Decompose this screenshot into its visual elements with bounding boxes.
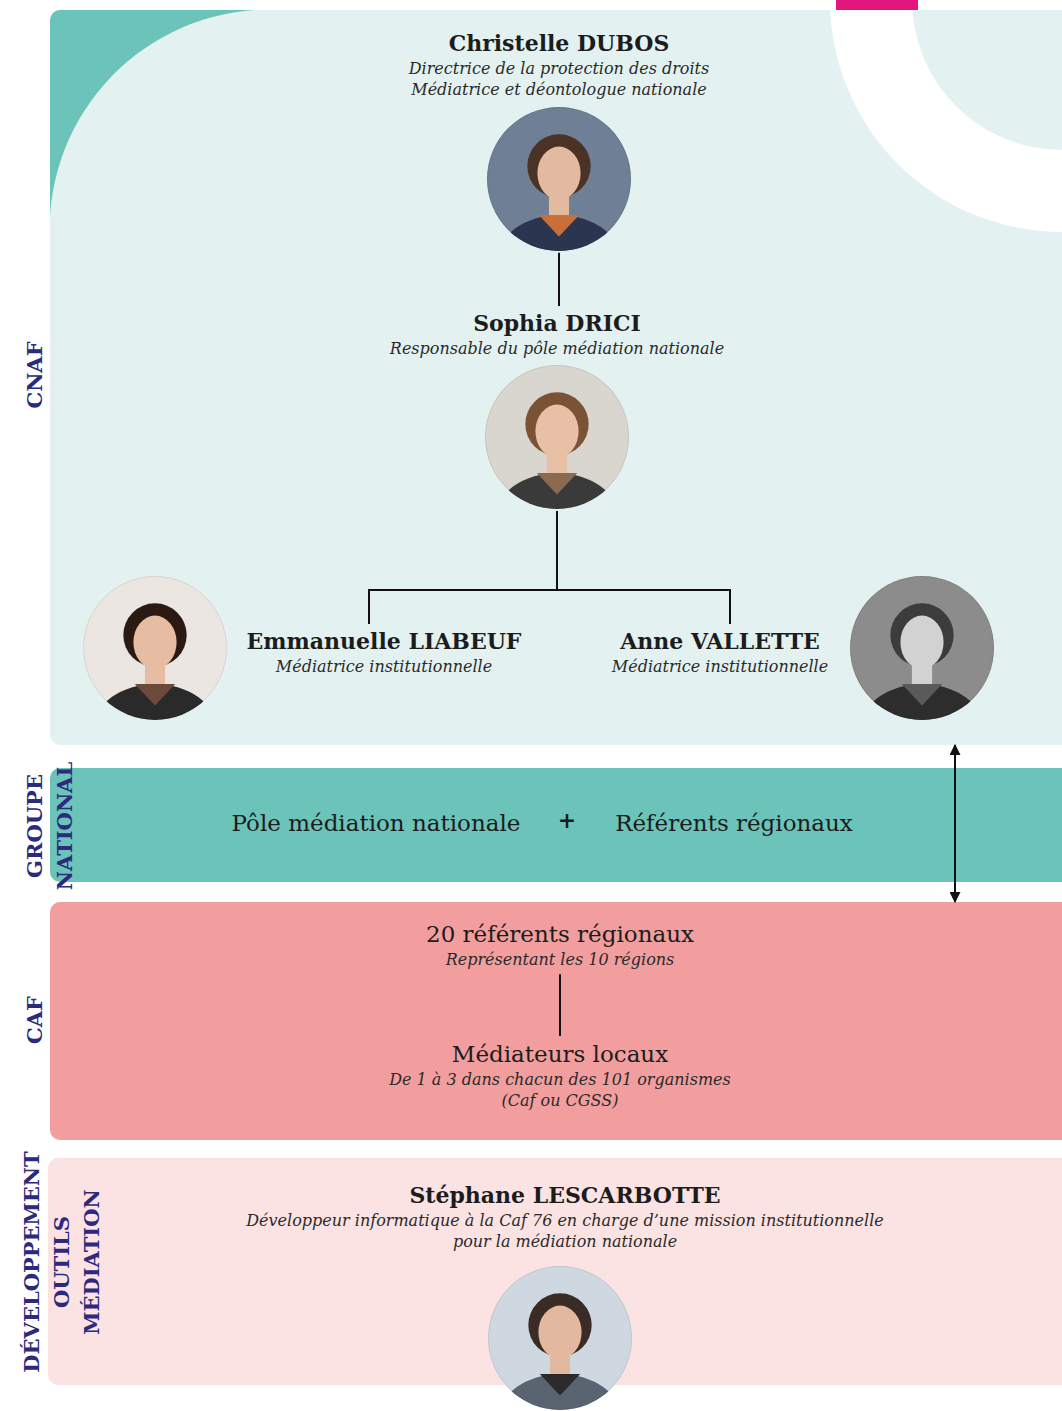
job-title: Médiatrice institutionnelle <box>612 656 828 678</box>
photo-rim <box>489 1267 632 1410</box>
photo-content <box>83 576 227 773</box>
photo-face <box>537 146 580 199</box>
portrait-photo <box>83 576 227 720</box>
photo-rim <box>486 366 629 509</box>
person-card: Sophia DRICIResponsable du pôle médiatio… <box>384 306 730 511</box>
photo-shoulders <box>94 684 216 773</box>
label-anchor: CNAF <box>20 341 50 408</box>
job-title: De 1 à 3 dans chacun des 101 organismes … <box>388 1069 733 1112</box>
portrait-photo <box>488 1266 632 1410</box>
photo-rim <box>488 107 631 250</box>
portrait-photo <box>850 576 994 720</box>
label-anchor: DÉVELOPPEMENT OUTILS MÉDIATION <box>17 1151 107 1372</box>
block-heading: Pôle médiation nationale <box>232 809 521 838</box>
person-name: Anne VALLETTE <box>612 628 828 656</box>
person-card: Anne VALLETTEMédiatrice institutionnelle <box>606 624 834 681</box>
photo-shoulders <box>498 215 620 304</box>
caf-band: CAF20 référents régionauxReprésentant le… <box>50 902 1062 1140</box>
person-card: Christelle DUBOSDirectrice de la protect… <box>401 26 717 253</box>
photo-shoulders <box>499 1374 621 1411</box>
person-name: Stéphane LESCARBOTTE <box>245 1182 886 1210</box>
photo-shoulders <box>861 684 983 773</box>
photo-background <box>485 365 629 509</box>
photo-collar <box>902 684 942 706</box>
photo-collar <box>135 684 175 706</box>
person-name: Christelle DUBOS <box>407 30 711 58</box>
job-title: Directrice de la protection des droits M… <box>407 58 711 101</box>
person-name: Emmanuelle LIABEUF <box>247 628 522 656</box>
photo-collar <box>539 215 579 237</box>
connector <box>954 745 956 902</box>
national-group-band: GROUPE NATIONALPôle médiation nationale+… <box>50 768 1062 882</box>
portrait-photo <box>487 107 631 251</box>
text-block: 20 référents régionauxReprésentant les 1… <box>420 916 700 974</box>
photo-rim <box>851 577 994 720</box>
photo-content <box>487 107 631 304</box>
plus-sign: + <box>558 807 576 835</box>
person-card: Stéphane LESCARBOTTEDéveloppeur informat… <box>239 1178 892 1257</box>
text-block: Médiateurs locauxDe 1 à 3 dans chacun de… <box>382 1036 739 1116</box>
label-anchor: + <box>558 807 576 835</box>
connector <box>559 974 561 1036</box>
label-anchor: CAF <box>20 996 50 1044</box>
label-anchor: Référents régionaux <box>615 809 853 838</box>
section-heading: CNAF <box>20 341 50 408</box>
corner-arc <box>50 10 255 243</box>
connector <box>557 511 730 624</box>
block-heading: Référents régionaux <box>615 809 853 838</box>
photo-face <box>535 405 578 458</box>
job-title: Développeur informatique à la Caf 76 en … <box>245 1210 886 1253</box>
section-heading: CAF <box>20 996 50 1044</box>
photo-background <box>83 576 227 720</box>
photo-face <box>900 616 943 669</box>
photo-face <box>133 616 176 669</box>
person-card: Emmanuelle LIABEUFMédiatrice institution… <box>241 624 528 681</box>
job-title: Représentant les 10 régions <box>426 949 694 971</box>
section-heading: GROUPE NATIONAL <box>20 762 80 890</box>
photo-content <box>485 365 629 562</box>
photo-background <box>488 1266 632 1410</box>
corner-ring <box>830 0 1062 232</box>
photo-face <box>538 1306 581 1359</box>
accent-bar <box>836 0 918 10</box>
section-heading: DÉVELOPPEMENT OUTILS MÉDIATION <box>17 1151 107 1372</box>
photo-collar <box>540 1374 580 1396</box>
photo-content <box>488 1266 632 1411</box>
job-title: Médiatrice institutionnelle <box>247 656 522 678</box>
connector <box>558 253 560 306</box>
block-heading: Médiateurs locaux <box>388 1040 733 1069</box>
photo-background <box>850 576 994 720</box>
connector <box>369 511 557 624</box>
block-heading: 20 référents régionaux <box>426 920 694 949</box>
photo-background <box>487 107 631 251</box>
person-name: Sophia DRICI <box>390 310 724 338</box>
photo-shoulders <box>496 473 618 562</box>
label-anchor: GROUPE NATIONAL <box>20 762 80 890</box>
label-anchor: Pôle médiation nationale <box>232 809 521 838</box>
portrait-photo <box>485 365 629 509</box>
photo-content <box>850 576 994 773</box>
tools-band: DÉVELOPPEMENT OUTILS MÉDIATIONStéphane L… <box>48 1158 1062 1385</box>
photo-collar <box>537 473 577 495</box>
photo-rim <box>84 577 227 720</box>
job-title: Responsable du pôle médiation nationale <box>390 338 724 360</box>
cnaf-band: CNAFChristelle DUBOSDirectrice de la pro… <box>50 10 1062 745</box>
